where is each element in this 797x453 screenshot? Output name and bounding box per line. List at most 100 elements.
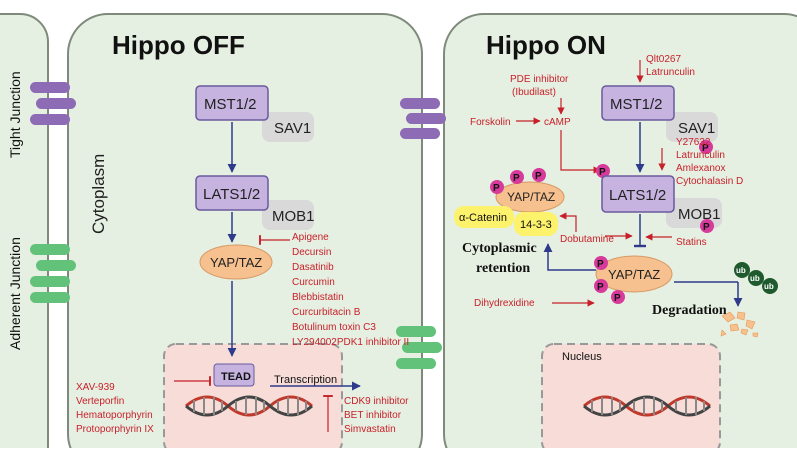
ubiquitin-dot-1 xyxy=(734,262,750,278)
phospho-sav-dot xyxy=(699,140,713,154)
yap-inhibitor: Curcurbitacin B xyxy=(292,307,361,318)
transcription-inhibitor: BET inhibitor xyxy=(344,410,402,421)
pde-inhibitor-label-2: (Ibudilast) xyxy=(512,87,556,98)
left-mst-label: MST1/2 xyxy=(204,96,257,113)
phospho-sav-label: P xyxy=(702,143,709,154)
transcription-label: Transcription xyxy=(274,374,337,386)
tight-junction-proteins xyxy=(30,82,446,139)
ubiquitin-dot-2 xyxy=(748,270,764,286)
right-lats-label: LATS1/2 xyxy=(609,187,666,204)
right-mst-label: MST1/2 xyxy=(610,96,663,113)
phospho-yap-dot-2 xyxy=(594,279,608,293)
right-mob1-label: MOB1 xyxy=(678,206,721,223)
right-sav1-label: SAV1 xyxy=(678,120,715,137)
tead-box xyxy=(213,363,255,387)
alpha-catenin-label: α-Catenin xyxy=(459,212,507,224)
yap-inhibitor: Blebbistatin xyxy=(292,292,344,303)
phospho-cyto-dot-3 xyxy=(532,168,546,182)
adherent-junction-label: Adherent Junction xyxy=(7,237,23,350)
right-sav1-box xyxy=(666,112,718,142)
left-dna-helix-icon xyxy=(185,395,313,417)
tead-inhibitor: XAV-939 xyxy=(76,382,115,393)
phospho-cyto-label-2: P xyxy=(513,173,520,184)
right-dna-helix-icon xyxy=(583,395,711,417)
phospho-yap-label-2: P xyxy=(597,282,604,293)
yap-inhibitor: Dasatinib xyxy=(292,262,334,273)
statins-label: Statins xyxy=(676,237,707,248)
forskolin-label: Forskolin xyxy=(470,117,511,128)
right-lats-box xyxy=(601,175,675,213)
mst-activator-list: Qlt0267 Latrunculin xyxy=(646,54,695,78)
left-sav1-box xyxy=(262,112,314,142)
hippo-off-title: Hippo OFF xyxy=(112,30,245,60)
left-mob1-label: MOB1 xyxy=(272,208,315,225)
cytoplasmic-label: Cytoplasmic xyxy=(462,241,537,256)
phospho-yap-dot-1 xyxy=(594,256,608,270)
phospho-mob-dot xyxy=(700,219,714,233)
ubiquitin-label-2: ub xyxy=(750,274,760,283)
tead-inhibitor: Verteporfin xyxy=(76,396,124,407)
left-mst-box xyxy=(195,85,269,121)
camp-label: cAMP xyxy=(544,117,571,128)
left-lats-label: LATS1/2 xyxy=(203,186,260,203)
left-yap-taz-label: YAP/TAZ xyxy=(210,255,262,270)
tead-inhibitor-list: XAV-939 Verteporfin Hematoporphyrin Prot… xyxy=(76,382,154,435)
left-yap-taz xyxy=(199,244,273,280)
right-yap-taz-label: YAP/TAZ xyxy=(608,267,660,282)
phospho-yap-label-1: P xyxy=(597,259,604,270)
left-sav1-label: SAV1 xyxy=(274,120,311,137)
lats-inhibitor: Latrunculin xyxy=(676,150,725,161)
phospho-yap-dot-3 xyxy=(611,290,625,304)
adherent-junction-proteins xyxy=(30,244,442,369)
yap-inhibitor: Apigene xyxy=(292,232,329,243)
camp-to-lats-arrow xyxy=(560,130,601,174)
lats-inhibitor: Cytochalasin D xyxy=(676,176,743,187)
mst-activator: Latrunculin xyxy=(646,67,695,78)
dobutamine-to-1433-arrow xyxy=(559,212,577,232)
yap-inhibitor: LY294002PDK1 inhibitor II xyxy=(292,337,409,348)
yap-inhibitor: Botulinum toxin C3 xyxy=(292,322,376,333)
right-nucleus xyxy=(541,343,721,453)
tead-inhibitor: Hematoporphyrin xyxy=(76,410,153,421)
phospho-cyto-dot-2 xyxy=(510,170,524,184)
hippo-off-cell xyxy=(67,13,423,453)
cytoplasm-label: Cytoplasm xyxy=(89,154,108,234)
transcription-inhibitor: Simvastatin xyxy=(344,424,396,435)
right-mst-box xyxy=(601,85,675,121)
yap-inhibitor: Curcumin xyxy=(292,277,335,288)
yap-inhibitor: Decursin xyxy=(292,247,331,258)
lats-inhibitor: Amlexanox xyxy=(676,163,725,174)
phospho-cyto-label-1: P xyxy=(493,183,500,194)
left-mob1-box xyxy=(262,200,314,230)
phospho-lats-label: P xyxy=(599,167,606,178)
tight-junction-label: Tight Junction xyxy=(7,71,23,158)
degradation-label: Degradation xyxy=(652,303,727,318)
ubiquitin-label-1: ub xyxy=(736,266,746,275)
right-yap-taz xyxy=(595,255,673,293)
yap-inhibitor-list: Apigene Decursin Dasatinib Curcumin Bleb… xyxy=(292,232,409,348)
transcription-inhibitor: CDK9 inhibitor xyxy=(344,396,409,407)
dihydrexidine-label: Dihydrexidine xyxy=(474,298,535,309)
tead-inhibitor: Protoporphyrin IX xyxy=(76,424,154,435)
ubiquitin-dot-3 xyxy=(762,278,778,294)
phospho-yap-label-3: P xyxy=(614,293,621,304)
transcription-inhibitor-list: CDK9 inhibitor BET inhibitor Simvastatin xyxy=(344,396,409,435)
mst-activator: Qlt0267 xyxy=(646,54,681,65)
phospho-lats-dot xyxy=(596,164,610,178)
left-lats-box xyxy=(195,175,269,211)
cyto-yap-taz-label: YAP/TAZ xyxy=(507,190,555,204)
yap-to-retention-arrow xyxy=(543,243,596,271)
phospho-cyto-dot-1 xyxy=(490,180,504,194)
dobutamine-label: Dobutamine xyxy=(560,234,614,245)
pde-inhibitor-label: PDE inhibitor xyxy=(510,74,569,85)
lats-inhibitor: Y27632 xyxy=(676,137,711,148)
p1433-box xyxy=(514,212,558,236)
phospho-mob-label: P xyxy=(703,222,710,233)
tead-label: TEAD xyxy=(221,371,251,383)
retention-label: retention xyxy=(476,261,530,276)
degraded-fragments-icon xyxy=(720,311,759,338)
lats-inhibitor-list: Y27632 Latrunculin Amlexanox Cytochalasi… xyxy=(676,137,743,187)
phospho-cyto-label-3: P xyxy=(535,171,542,182)
ubiquitin-label-3: ub xyxy=(764,282,774,291)
